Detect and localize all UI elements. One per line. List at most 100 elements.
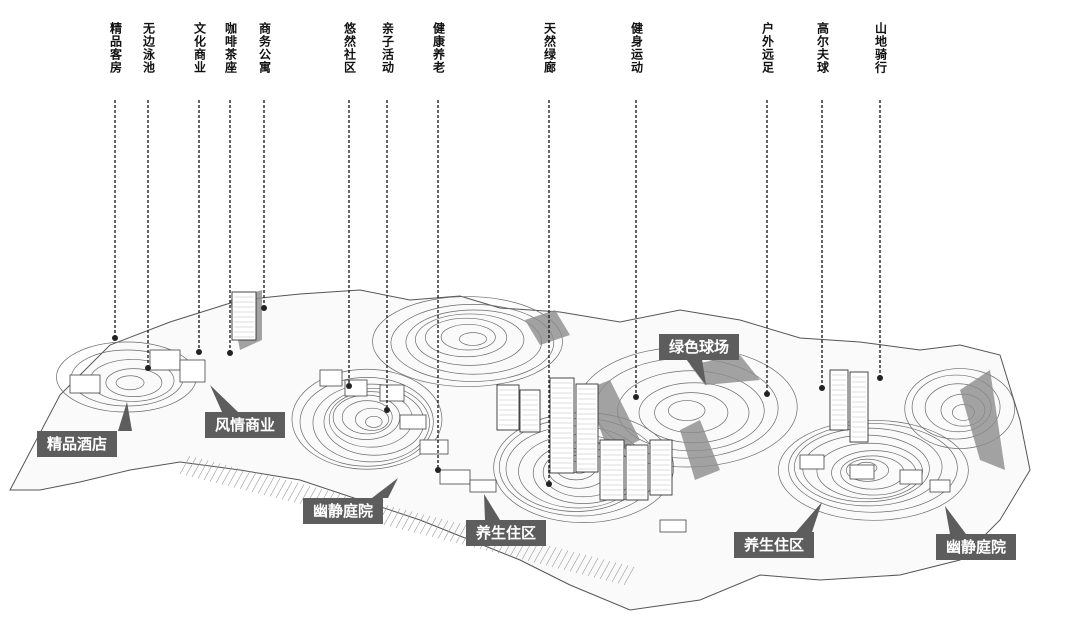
building-shadow — [690, 355, 760, 385]
contour-line — [667, 400, 706, 421]
zone-label-style-commerce: 风情商业 — [205, 412, 286, 438]
callout-anchor-dot — [435, 467, 441, 473]
zone-label-wellness-residence-center: 养生住区 — [466, 520, 547, 546]
callout-anchor-dot — [261, 305, 267, 311]
callout-anchor-dot — [633, 394, 639, 400]
hatch-line — [389, 508, 401, 527]
hatch-line — [395, 509, 407, 529]
hatch-line — [425, 517, 437, 536]
hatch-line — [287, 482, 299, 502]
callout-cultural-commerce: 文化商业 — [192, 22, 207, 74]
callout-golf: 高尔夫球 — [815, 22, 830, 74]
hatch-line — [623, 566, 635, 586]
zone-pointer — [118, 402, 132, 431]
zone-label-boutique-hotel: 精品酒店 — [37, 431, 118, 457]
callout-anchor-dot — [112, 335, 118, 341]
zone-label-green-ballcourt: 绿色球场 — [659, 334, 740, 360]
low-building — [799, 454, 825, 470]
tower-building — [575, 383, 599, 473]
tower-building — [496, 384, 520, 431]
hatch-line — [605, 562, 617, 581]
hatch-line — [383, 506, 395, 526]
contour-line — [425, 317, 508, 358]
zone-pointer — [372, 478, 398, 498]
contour-line — [459, 332, 487, 346]
callout-anchor-dot — [227, 350, 233, 356]
hatch-line — [203, 461, 215, 481]
contour-line — [440, 323, 496, 351]
hatch-line — [209, 463, 221, 482]
building-massing — [69, 290, 1005, 533]
building-shadow — [680, 420, 720, 480]
hatch-line — [455, 524, 467, 544]
tower-building — [231, 291, 257, 341]
zone-pointer — [686, 359, 706, 385]
hatch-line — [539, 545, 551, 565]
tower-building — [549, 377, 575, 474]
terrain-contours — [9, 289, 1031, 611]
callout-anchor-dot — [764, 391, 770, 397]
hatch-line — [611, 563, 623, 583]
contour-line — [365, 415, 383, 428]
callout-anchor-dot — [546, 481, 552, 487]
zone-pointer — [210, 385, 238, 412]
contour-line — [312, 383, 430, 463]
hatch-line — [431, 518, 443, 538]
hatch-line — [545, 547, 557, 566]
hatch-line — [437, 520, 449, 539]
hatch-line — [413, 514, 425, 533]
callout-anchor-dot — [819, 385, 825, 391]
low-building — [469, 479, 497, 493]
zone-label-wellness-residence-east: 养生住区 — [734, 532, 815, 558]
callout-mountain-cycling: 山地骑行 — [873, 22, 888, 74]
hatch-line — [191, 458, 203, 478]
callout-leader-lines — [112, 100, 883, 487]
callout-boutique-rooms: 精品客房 — [108, 22, 123, 74]
low-building — [319, 369, 343, 387]
hatch-line — [563, 551, 575, 571]
callout-health-elderly-care: 健康养老 — [431, 22, 446, 74]
site-ground-outline — [9, 289, 1031, 611]
low-building — [69, 374, 101, 394]
contour-line — [904, 368, 1016, 449]
hatch-line — [557, 550, 569, 569]
callout-anchor-dot — [196, 349, 202, 355]
hatch-line — [587, 557, 599, 577]
hatch-line — [617, 565, 629, 584]
building-shadow — [525, 310, 570, 345]
contour-line — [415, 313, 525, 366]
hatch-line — [245, 472, 257, 491]
callout-natural-green-corridor: 天然绿廊 — [542, 22, 557, 74]
callout-leisure-community: 悠然社区 — [342, 22, 357, 74]
hatch-line — [293, 484, 305, 503]
hatch-line — [443, 521, 455, 541]
low-building — [399, 414, 427, 430]
hatch-line — [593, 559, 605, 578]
callout-outdoor-hiking: 户外远足 — [760, 22, 775, 74]
hatch-line — [281, 481, 293, 500]
low-building — [379, 384, 405, 402]
low-building — [439, 469, 471, 485]
hatch-line — [227, 467, 239, 487]
building-shadow — [585, 380, 640, 455]
hatch-line — [215, 464, 227, 484]
zone-label-pointers — [118, 359, 966, 534]
contour-line — [390, 304, 555, 382]
hatch-line — [275, 479, 287, 499]
callout-fitness-activities: 健身运动 — [629, 22, 644, 74]
callout-anchor-dot — [346, 383, 352, 389]
low-building — [179, 359, 206, 383]
hatch-line — [299, 485, 311, 505]
hatch-line — [401, 511, 413, 530]
hatch-line — [581, 556, 593, 575]
contour-line — [816, 442, 923, 500]
contour-line — [105, 368, 163, 397]
contour-line — [355, 407, 390, 431]
hatch-line — [407, 512, 419, 532]
callout-family-activities: 亲子活动 — [380, 22, 395, 74]
hatch-line — [533, 544, 545, 563]
contour-line — [778, 419, 969, 521]
callout-anchor-dot — [384, 407, 390, 413]
